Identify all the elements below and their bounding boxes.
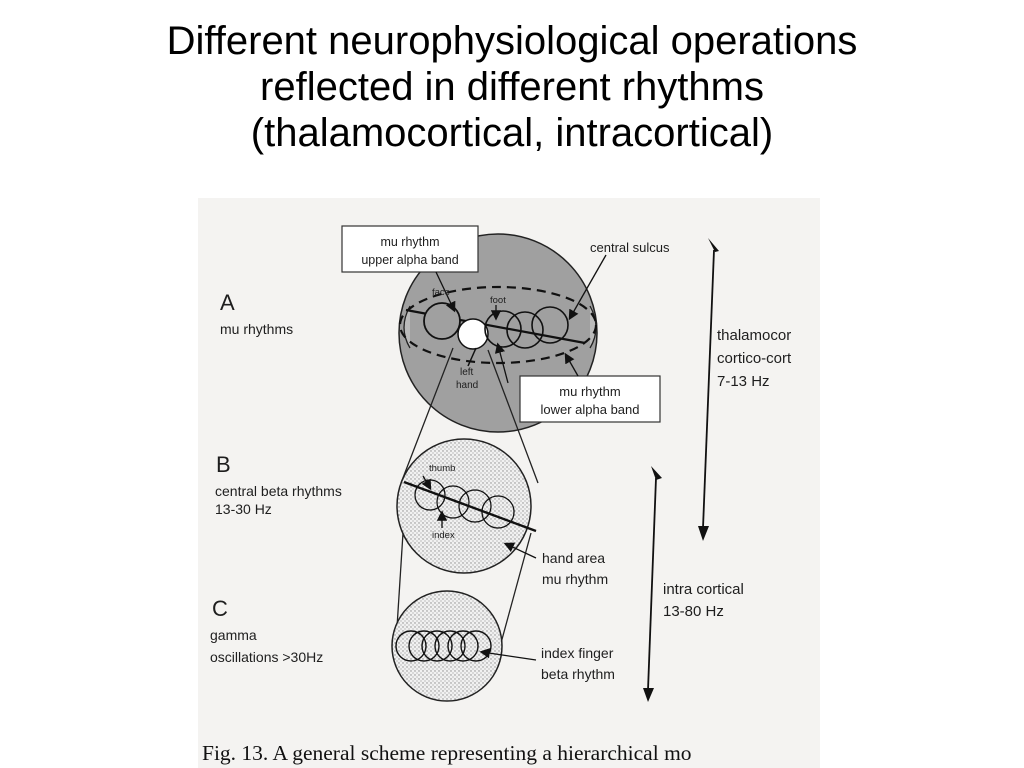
thalamo-line-2: cortico-cort [717,350,792,367]
rhythm-circle-2 [506,311,544,349]
hand-circle [457,318,489,350]
head-drawing [398,233,598,433]
label-pointers [435,254,607,661]
figure-caption: Fig. 13. A general scheme representing a… [202,741,692,765]
index-label: index [432,530,455,541]
mu-upper-line-1: mu rhythm [380,235,439,249]
foot-label: foot [490,295,506,306]
left-hand-line-2: hand [456,380,478,391]
panel-a-letter: A [220,290,235,315]
intra-line-2: 13-80 Hz [663,603,724,620]
panel-c-circle [391,590,503,702]
intracortical-range-arrow [643,466,662,702]
panel-c-desc-2: oscillations >30Hz [210,649,323,665]
rhythm-circle-3 [531,306,569,344]
thalamo-line-3: 7-13 Hz [717,373,770,390]
intra-line-1: intra cortical [663,581,744,598]
left-hand-line-1: left [460,367,474,378]
hand-pointer [467,347,477,367]
panel-b-desc-1: central beta rhythms [215,483,342,499]
central-sulcus-label: central sulcus [590,240,670,255]
title-line-2: reflected in different rhythms [260,65,764,109]
thumb-label: thumb [429,463,455,474]
panel-a-desc: mu rhythms [220,321,293,337]
mu-lower-box [519,375,661,423]
scanned-figure: A mu rhythms B central beta rhythms 13-3… [198,198,820,768]
central-sulcus-dashed-ellipse [398,285,598,365]
panel-b-circle [396,438,537,574]
title-line-3: (thalamocortical, intracortical) [250,111,774,155]
thalamo-line-1: thalamocor [717,327,791,344]
face-label: face [432,287,450,298]
mu-lower-line-2: lower alpha band [540,402,639,417]
mu-upper-box [341,225,479,273]
thumb-pointer [421,475,432,491]
panel-c-desc-1: gamma [210,627,257,643]
figure-diagram: A mu rhythms B central beta rhythms 13-3… [202,225,792,765]
panel-c-letter: C [212,596,228,621]
thalamocortical-range-arrow [698,238,719,541]
panel-b-letter: B [216,452,231,477]
mu-upper-line-2: upper alpha band [361,253,458,267]
face-circle [423,302,461,340]
hand-area-line-2: mu rhythm [542,571,608,587]
index-finger-line-2: beta rhythm [541,666,615,682]
title-line-1: Different neurophysiological operations [166,19,858,63]
mu-lower-line-1: mu rhythm [559,384,620,399]
slide-title: Different neurophysiological operations … [0,18,1024,156]
index-finger-line-1: index finger [541,645,614,661]
panel-b-desc-2: 13-30 Hz [215,501,272,517]
hand-area-line-1: hand area [542,550,605,566]
